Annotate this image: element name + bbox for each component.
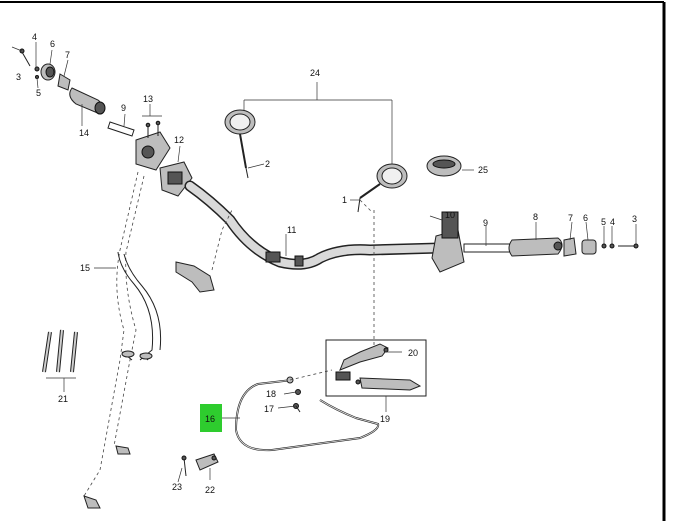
right-grip-assembly [431,211,639,273]
highlight-box-16 [200,404,222,432]
label-15: 15 [80,263,90,273]
label-18: 18 [266,389,276,399]
handlebar [184,180,446,270]
mirrors [224,82,408,213]
label-9-left: 9 [121,103,126,113]
label-4-right: 4 [610,217,615,227]
label-7-left: 7 [65,50,70,60]
label-20: 20 [408,348,418,358]
label-13: 13 [143,94,153,104]
label-3-right: 3 [632,214,637,224]
left-grip-assembly [19,48,135,137]
label-17: 17 [264,404,274,414]
label-3-left: 3 [16,72,21,82]
small-parts [181,389,301,480]
label-8: 8 [533,212,538,222]
label-6-right: 6 [583,213,588,223]
label-16: 16 [205,414,215,424]
label-5-left: 5 [36,88,41,98]
label-25: 25 [478,165,488,175]
label-14: 14 [79,128,89,138]
label-7-right: 7 [568,213,573,223]
label-4-left: 4 [32,32,37,42]
label-19: 19 [380,414,390,424]
label-23: 23 [172,482,182,492]
label-5-right: 5 [601,217,606,227]
emblem-icon [426,155,462,177]
lever-assembly [325,339,427,397]
leader-lines [11,42,637,483]
label-12: 12 [174,135,184,145]
label-2: 2 [265,159,270,169]
label-21: 21 [58,394,68,404]
label-9-right: 9 [483,218,488,228]
springs [42,329,78,392]
label-6-left: 6 [50,39,55,49]
label-1: 1 [342,195,347,205]
label-24: 24 [310,68,320,78]
label-11: 11 [287,225,296,235]
label-10: 10 [445,210,455,220]
left-switch-housing [135,120,193,197]
cables [83,171,380,509]
label-22: 22 [205,485,215,495]
